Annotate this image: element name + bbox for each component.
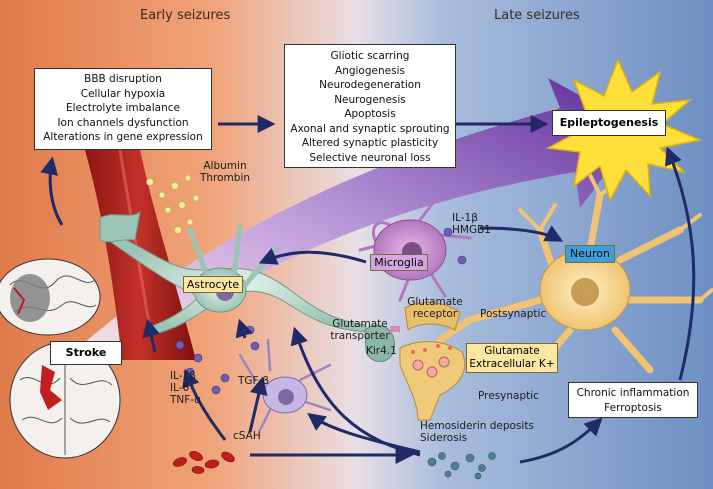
thrombin-label: Thrombin	[199, 172, 251, 184]
early-mechanism-line: Ion channels dysfunction	[57, 116, 189, 129]
arrow-hemosiderin-to-astrocyte	[290, 326, 421, 457]
early-mechanism-line: Electrolyte imbalance	[66, 102, 180, 114]
late-mechanism-line: Apoptosis	[344, 108, 396, 120]
microglia-tag: Microglia	[370, 254, 428, 271]
late-mechanism-line: Altered synaptic plasticity	[301, 137, 439, 149]
late-mechanism-line: Axonal and synaptic sprouting	[290, 122, 450, 135]
arrow-tgf-to-astrocyte	[235, 318, 253, 339]
microglia-cell-icon	[238, 338, 332, 432]
arrow-microglia-to-astrocyte	[258, 248, 367, 265]
siderosis-line: Siderosis	[420, 432, 468, 444]
chronic-line: Chronic inflammation	[576, 387, 690, 399]
late-mechanism-line: Gliotic scarring	[330, 50, 410, 62]
header-late-seizures: Late seizures	[494, 8, 580, 23]
hemosiderin-line: Hemosiderin deposits	[420, 420, 534, 432]
astrocyte-tag: Astrocyte	[183, 276, 243, 293]
header-early-seizures: Early seizures	[140, 8, 231, 23]
late-mechanism-line: Neurogenesis	[334, 93, 406, 106]
albumin-label: Albumin	[203, 160, 247, 172]
arrow-to-left-box	[40, 156, 64, 226]
arrow-il1b-to-neuron	[479, 225, 564, 242]
glutamate-box-line: Glutamate	[484, 345, 540, 357]
brain-slice-icon	[9, 341, 121, 459]
il1b-cytokine-label: IL-1β	[170, 370, 196, 382]
flow-arrows	[40, 115, 696, 464]
red-blood-cell-icon	[172, 451, 235, 474]
tgf-label: TGF-β	[238, 375, 270, 387]
early-mechanism-line: Cellular hypoxia	[80, 87, 166, 100]
big-progression-arrow	[70, 78, 640, 380]
presynaptic-label: Presynaptic	[478, 390, 539, 402]
csah-label: cSAH	[233, 430, 261, 442]
arrow-hemosiderin-to-microglia	[307, 412, 421, 454]
arrow-csah-to-microglia	[248, 376, 268, 433]
astrocyte-cell-icon	[99, 210, 141, 243]
albumin-thrombin-particles	[146, 174, 200, 234]
glutamate-transporter-icon	[364, 324, 400, 362]
il1b-label: IL-1β	[452, 212, 478, 224]
cytokines-label: IL-1β IL-6 TNF-α	[170, 370, 201, 406]
k-box-line: Extracellular K+	[469, 358, 555, 370]
glutamate-receptor-line: receptor	[412, 308, 458, 320]
late-mechanisms-box: Gliotic scarring Angiogenesis Neurodegen…	[284, 44, 456, 168]
stroke-box: Stroke	[50, 341, 122, 365]
hemosiderin-label: Hemosiderin deposits Siderosis	[420, 420, 534, 444]
il1b-hmgb1-label: IL-1β HMGB1	[452, 212, 491, 236]
epileptogenesis-box: Epileptogenesis	[552, 110, 666, 136]
synapse-icon	[399, 302, 466, 421]
neuron-cell-icon	[436, 173, 713, 374]
late-mechanism-line: Selective neuronal loss	[309, 151, 431, 164]
neuron-tag: Neuron	[565, 245, 615, 263]
glutamate-transporter-line: Glutamate	[332, 318, 388, 330]
albumin-thrombin-label: Albumin Thrombin	[190, 160, 260, 184]
kir-label: Kir4.1	[366, 345, 397, 357]
arrow-cytokines-to-astrocyte	[142, 318, 161, 353]
ferroptosis-line: Ferroptosis	[604, 401, 662, 414]
early-mechanism-line: Alterations in gene expression	[43, 131, 203, 143]
arrow-chronic-to-epileptogenesis	[664, 146, 696, 381]
brain-slice-icon	[0, 258, 101, 336]
tnfa-cytokine-label: TNF-α	[170, 394, 202, 406]
postsynaptic-label: Postsynaptic	[480, 308, 547, 320]
il6-cytokine-label: IL-6	[170, 382, 190, 394]
early-mechanisms-box: BBB disruption Cellular hypoxia Electrol…	[34, 68, 212, 150]
hemosiderin-icon	[427, 452, 496, 480]
glutamate-transporter-line: transporter	[330, 330, 390, 342]
late-mechanism-line: Neurodegeneration	[319, 79, 421, 91]
arrow-hemosiderin-to-chronic	[519, 417, 603, 464]
glutamate-receptor-line: Glutamate	[407, 296, 463, 308]
early-mechanism-line: BBB disruption	[84, 73, 162, 85]
arrow-csah-to-cytokines	[182, 368, 227, 441]
hmgb1-label: HMGB1	[452, 224, 491, 236]
glutamate-receptor-label: Glutamate receptor	[402, 296, 468, 320]
glutamate-transporter-label: Glutamate transporter	[326, 318, 394, 342]
chronic-inflammation-box: Chronic inflammation Ferroptosis	[568, 382, 698, 418]
late-mechanism-line: Angiogenesis	[335, 64, 405, 77]
glutamate-k-box: Glutamate Extracellular K+	[466, 343, 558, 373]
